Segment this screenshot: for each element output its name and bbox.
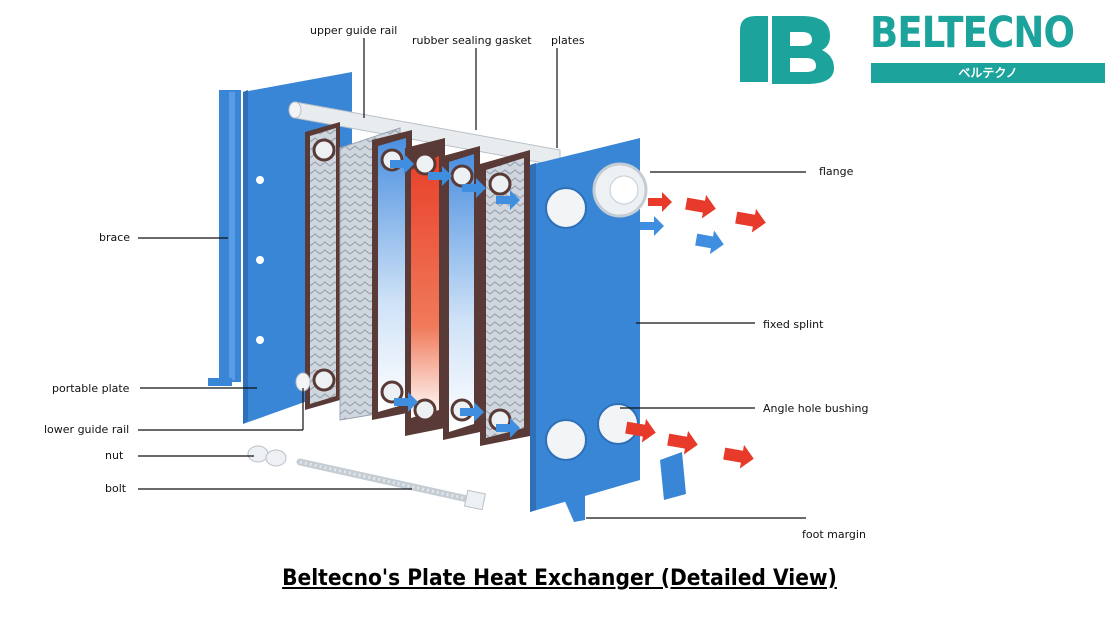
label-upper-guide-rail: upper guide rail xyxy=(310,24,398,37)
label-lower-guide-rail: lower guide rail xyxy=(44,423,130,436)
leader-lines xyxy=(138,38,806,519)
logo-katakana: ベルテクノ xyxy=(871,63,1105,83)
label-nut: nut xyxy=(105,449,124,462)
label-angle-hole-bushing: Angle hole bushing xyxy=(763,402,869,415)
label-flange: flange xyxy=(819,165,854,178)
brace xyxy=(208,90,241,386)
label-rubber-sealing-gasket: rubber sealing gasket xyxy=(412,34,532,47)
bolt xyxy=(296,458,487,511)
flow-arrows xyxy=(390,154,766,469)
label-brace: brace xyxy=(99,231,131,244)
logo-wordmark: BELTECNO xyxy=(870,8,1075,58)
label-bolt: bolt xyxy=(105,482,127,495)
beltecno-logo xyxy=(740,16,834,84)
label-portable-plate: portable plate xyxy=(52,382,130,395)
nut xyxy=(247,445,287,467)
fixed-splint xyxy=(530,138,640,522)
diagram-title: Beltecno's Plate Heat Exchanger (Detaile… xyxy=(282,566,837,591)
label-fixed-splint: fixed splint xyxy=(763,318,824,331)
flange xyxy=(592,162,648,218)
plate-stack xyxy=(305,122,530,446)
label-plates: plates xyxy=(551,34,585,47)
label-foot-margin: foot margin xyxy=(802,528,866,541)
foot-margin-bracket xyxy=(660,452,686,500)
